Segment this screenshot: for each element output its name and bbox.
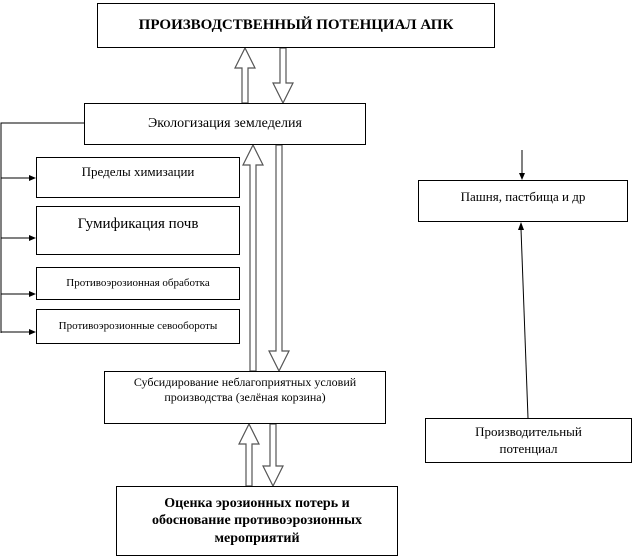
hollow-arrow-up [238, 422, 260, 487]
box-arable-pasture: Пашня, пастбища и др [418, 180, 628, 222]
arrowhead-icon [519, 173, 525, 180]
box-erosion-assessment: Оценка эрозионных потерь и обоснование п… [116, 486, 398, 556]
arrowhead-icon [29, 175, 36, 181]
arrowhead-icon [29, 329, 36, 335]
hollow-arrow-up [242, 143, 264, 372]
hollow-arrow-down [272, 47, 294, 105]
box-production-potential: ПРОИЗВОДСТВЕННЫЙ ПОТЕНЦИАЛ АПК [97, 3, 495, 48]
box-label: ПРОИЗВОДСТВЕННЫЙ ПОТЕНЦИАЛ АПК [138, 17, 454, 34]
arrowhead-icon [29, 291, 36, 297]
box-label: Экологизация земледелия [148, 116, 302, 132]
box-label: Пределы химизации [81, 164, 195, 180]
box-label: Оценка эрозионных потерь и обоснование п… [152, 495, 362, 546]
arrowhead-icon [29, 235, 36, 241]
hollow-arrow-down [268, 144, 290, 373]
box-label: Противоэрозионная обработка [66, 276, 210, 289]
box-anti-erosion-crop-rotation: Противоэрозионные севообороты [36, 309, 240, 344]
hollow-arrow-down [262, 423, 284, 488]
box-label: Гумификация почв [77, 216, 199, 232]
box-label: Пашня, пастбища и др [460, 188, 586, 204]
box-ecologization: Экологизация земледелия [84, 103, 366, 145]
arrowhead-icon [518, 222, 524, 230]
box-subsidy: Субсидирование неблагоприятных условий п… [104, 371, 386, 424]
box-chemicalization-limits: Пределы химизации [36, 157, 240, 198]
bracket-line [0, 122, 84, 333]
hollow-arrow-up [234, 46, 256, 104]
box-label: Производительный потенциал [475, 424, 582, 456]
box-anti-erosion-tillage: Противоэрозионная обработка [36, 267, 240, 300]
connector-line [520, 228, 529, 419]
box-label: Противоэрозионные севообороты [58, 319, 218, 332]
box-label: Субсидирование неблагоприятных условий п… [133, 375, 357, 404]
box-soil-humification: Гумификация почв [36, 206, 240, 255]
box-productive-potential: Производительный потенциал [425, 418, 632, 463]
